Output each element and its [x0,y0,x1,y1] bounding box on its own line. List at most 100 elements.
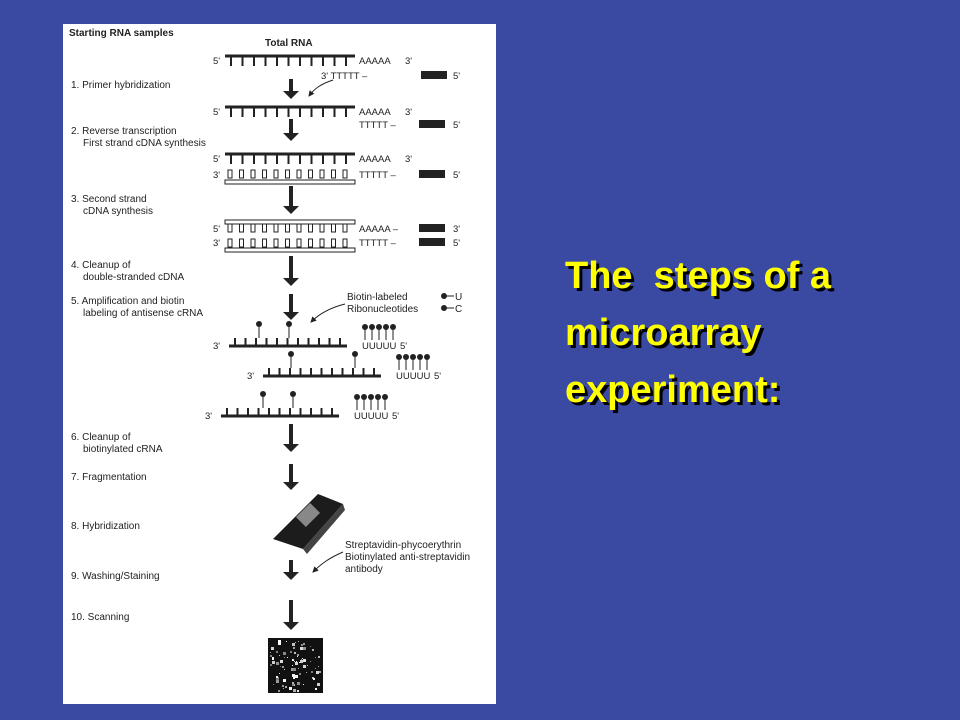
scan-spot [287,657,288,658]
base-box [262,223,267,233]
scan-spot [297,682,300,685]
step-3-sub-label: cDNA synthesis [83,206,153,217]
base-box [273,169,279,179]
base-box [319,223,325,233]
scan-spot [294,661,295,662]
scan-spot [310,661,311,662]
biotin-dot-icon [424,354,430,360]
rna-ticks [230,155,347,164]
scan-spot [303,647,306,650]
scan-spot [272,661,275,664]
microarray-workflow-figure: Starting RNA samples Total RNA 5' AAAAA … [63,24,496,704]
polyt-label: TTTTT – [359,170,396,181]
base-box [285,169,290,179]
primer-tag [419,238,445,246]
scan-spot [280,666,281,667]
scan-spot [292,643,295,646]
workflow-diagram: Starting RNA samples Total RNA 5' AAAAA … [69,28,470,693]
scan-spot [286,641,287,642]
antibody-label: Biotinylated anti-streptavidin [345,552,470,563]
cdna-bases [227,223,348,233]
primer-tag [419,170,445,178]
polyt-label: TTTTT – [359,120,396,131]
step-2-label: 2. Reverse transcription [71,126,177,137]
scan-spot [280,660,283,663]
step-4-sub-label: double-stranded cDNA [83,272,184,283]
three-prime-label: 3' [213,341,220,352]
base-box [227,169,233,179]
scan-spot [301,645,302,646]
three-prime-label: 3' [213,238,220,249]
biotin-dot-icon [256,321,262,327]
five-prime-label: 5' [213,224,220,235]
step-7-label: 7. Fragmentation [71,472,147,483]
biotin-dot-icon [352,351,358,357]
scan-spot [313,678,315,680]
five-prime-label: 5' [400,341,407,352]
polya-label: AAAAA [359,154,391,165]
base-box [239,223,244,233]
scan-spot [302,658,303,659]
primer-arrow [308,79,334,97]
scan-spot [292,684,294,686]
scan-spot [297,656,298,657]
title-line: The steps of a [565,255,832,297]
scan-spot [279,655,280,656]
polyt-label: TTTTT – [359,238,396,249]
scan-spot [282,666,284,668]
biotin-dot-icon [260,391,266,397]
biotin-dot-icon [396,354,402,360]
base-box [239,169,244,179]
three-prime-label: 3' [405,56,412,67]
step-6-sub-label: biotinylated cRNA [83,444,163,455]
biotin-dot-icon [382,394,388,400]
base-box [331,238,336,248]
step-3-label: 3. Second strand [71,194,147,205]
scan-spot [292,665,293,666]
base-box [342,223,348,233]
step-arrow-head [283,278,299,286]
scan-spot [292,659,294,661]
scan-spot [292,682,294,684]
biotin-arrow [310,303,346,323]
scan-spot [295,675,298,678]
polya-label: AAAAA [359,107,391,118]
base-box [308,223,313,233]
cdna-strand [224,247,356,253]
scan-spot [292,674,295,677]
step-2-sub-label: First strand cDNA synthesis [83,138,206,149]
scan-spot [300,647,303,650]
step-arrow-head [283,572,299,580]
base-box [273,238,279,248]
biotin-dot-icon [410,354,416,360]
rna-ticks [230,57,347,66]
scan-spot [295,642,296,643]
scan-spot [270,652,271,653]
step-6-label: 6. Cleanup of [71,432,131,443]
polyu-label: UUUUU [396,371,430,382]
base-box [262,169,267,179]
biotin-dot-icon [375,394,381,400]
step-8-label: 8. Hybridization [71,521,140,532]
biotin-dot-icon [286,321,292,327]
scan-spot [310,646,311,647]
polya-label: AAAAA – [359,224,399,235]
step-5-label: 5. Amplification and biotin [71,296,184,307]
total-rna-label: Total RNA [265,38,313,49]
scan-spot [293,668,296,671]
three-prime-label: 3' [405,154,412,165]
polyu-label: UUUUU [354,411,388,422]
five-prime-label: 5' [453,238,460,249]
scan-spot [306,672,307,673]
scan-spot [317,683,320,686]
scan-spot [303,665,306,668]
base-box [342,169,348,179]
scan-spot [276,680,279,683]
scan-spot [293,647,295,649]
scan-spot [315,668,316,669]
header-label: Starting RNA samples [69,28,174,39]
scan-spot [316,671,319,674]
base-box [296,223,302,233]
biotin-dot-icon [376,324,382,330]
scan-spot [296,661,297,662]
